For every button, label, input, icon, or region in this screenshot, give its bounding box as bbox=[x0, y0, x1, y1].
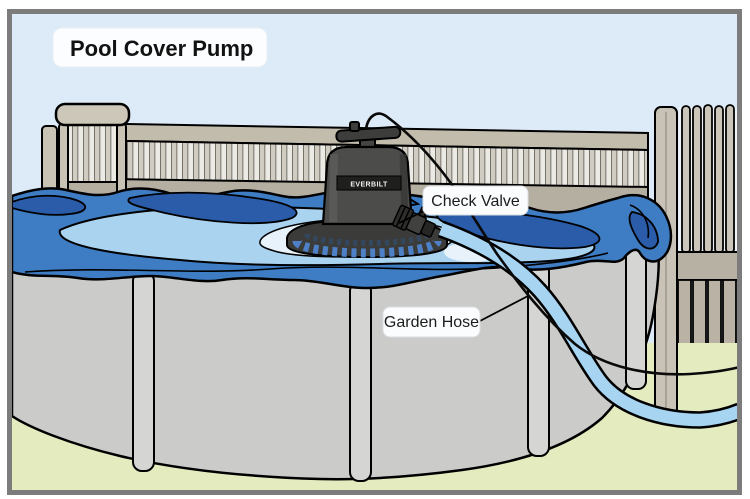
cover-fold-line bbox=[629, 204, 650, 239]
tall-fence-slat bbox=[725, 104, 735, 254]
title-block: Pool Cover Pump bbox=[52, 27, 268, 68]
lower-fence-board bbox=[677, 279, 692, 346]
tall-fence-slat bbox=[681, 105, 691, 254]
lower-fence-board bbox=[707, 279, 722, 346]
garden-hose-callout: Garden Hose bbox=[382, 295, 529, 338]
tall-fence-slat bbox=[714, 105, 724, 254]
pool-cover-pump: EVERBILT bbox=[286, 121, 448, 259]
callout-box bbox=[422, 185, 529, 216]
callout-line bbox=[398, 209, 427, 224]
tall-fence-slat bbox=[692, 105, 702, 254]
tall-fence-slat bbox=[703, 104, 713, 254]
garden-hose-tube bbox=[438, 223, 737, 427]
pool-wall-post bbox=[349, 281, 372, 482]
callout-box bbox=[382, 306, 481, 338]
lower-fence-board bbox=[692, 279, 707, 346]
lower-fence-rail bbox=[671, 251, 737, 281]
garden-hose bbox=[438, 220, 737, 429]
pump-handle-knob bbox=[349, 121, 360, 132]
check-valve-callout: Check Valve bbox=[398, 185, 529, 224]
garden-hose-label: Garden Hose bbox=[384, 314, 479, 331]
pump-intake-slots bbox=[304, 232, 430, 246]
page-title: Pool Cover Pump bbox=[70, 36, 253, 61]
pump-intake-slots bbox=[292, 239, 442, 258]
pump-body-highlight bbox=[329, 153, 338, 223]
gate-post bbox=[116, 123, 127, 197]
pool-wall-post bbox=[132, 271, 155, 472]
image-frame-border bbox=[7, 9, 742, 495]
callout-line bbox=[477, 295, 529, 323]
power-cord bbox=[364, 112, 737, 376]
pump-handle bbox=[335, 121, 402, 152]
check-valve-outlet bbox=[420, 220, 437, 238]
fence-post-left bbox=[41, 125, 58, 197]
right-fence bbox=[671, 104, 737, 346]
gate-post bbox=[58, 123, 69, 197]
check-valve-fitting bbox=[392, 204, 437, 238]
cover-wrinkle-line bbox=[24, 252, 609, 273]
lower-fence-board bbox=[722, 279, 737, 346]
pump-brand-plate bbox=[336, 175, 402, 191]
gate-slats bbox=[61, 123, 125, 183]
check-valve-label: Check Valve bbox=[431, 193, 520, 210]
pump-brand-label: EVERBILT bbox=[350, 182, 388, 189]
title-box bbox=[52, 27, 268, 68]
gate-cap-rail bbox=[54, 102, 131, 127]
